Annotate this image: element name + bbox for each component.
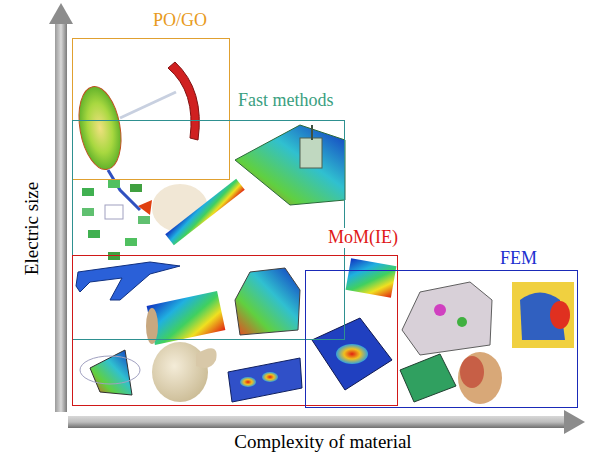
- method-region: FEM: [305, 270, 578, 408]
- region-heading: FEM: [498, 249, 539, 269]
- region-heading: Fast methods: [236, 91, 336, 111]
- pattern-picture: [152, 342, 217, 402]
- microstrip-picture: [228, 358, 302, 402]
- fem-car-picture: [402, 282, 492, 355]
- method-region: PO/GO: [72, 38, 230, 180]
- horn-picture: [80, 350, 140, 395]
- method-region: MoM(IE): [72, 255, 398, 406]
- vertical-axis: [55, 22, 67, 412]
- chip-picture: [400, 354, 456, 402]
- horizontal-arrowhead: [564, 410, 585, 434]
- horizontal-axis-label: Complexity of material: [234, 432, 411, 453]
- region-heading: MoM(IE): [326, 228, 400, 248]
- vertical-axis-label: Electric size: [23, 181, 44, 274]
- region-heading: PO/GO: [151, 11, 209, 31]
- board-picture: [312, 318, 392, 390]
- human-head-picture: [458, 352, 502, 404]
- head-field-picture: [512, 282, 574, 348]
- aircraft-picture: [76, 262, 180, 300]
- cylinder-picture: [146, 291, 225, 345]
- array-picture: [82, 179, 245, 260]
- horizontal-axis: [68, 416, 565, 428]
- ship-picture: [235, 125, 345, 205]
- vertical-arrowhead: [49, 3, 73, 24]
- car-picture: [235, 268, 300, 335]
- plate-picture: [346, 258, 397, 298]
